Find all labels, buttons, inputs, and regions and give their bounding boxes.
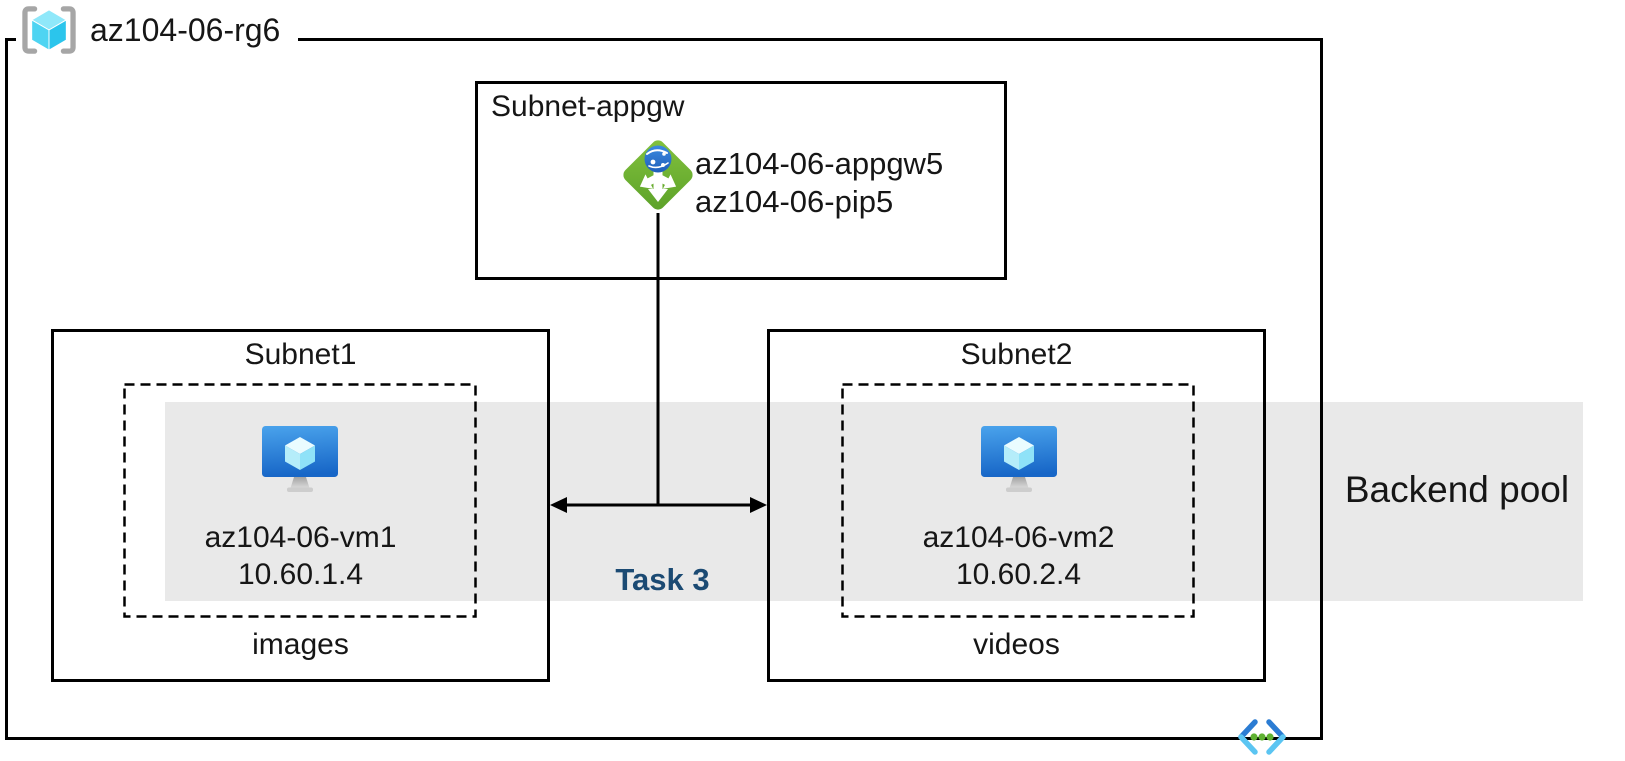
virtual-machine-icon — [262, 426, 338, 492]
appgw-name: az104-06-appgw5 — [695, 146, 944, 181]
vm1-ip: 10.60.1.4 — [237, 558, 364, 591]
subnet1-box: Subnet1 images — [51, 329, 550, 682]
backend-pool-band — [165, 402, 1583, 601]
subnet2-dashed-group — [841, 383, 1195, 618]
appgw-subnet-title: Subnet-appgw — [491, 90, 685, 123]
virtual-network-icon — [1238, 719, 1286, 755]
vm2-ip: 10.60.2.4 — [955, 558, 1082, 591]
subnet1-caption: images — [252, 628, 349, 661]
vm1-labels: az104-06-vm1 10.60.1.4 — [125, 519, 476, 593]
resource-group-box — [5, 38, 1323, 740]
subnet1-dashed-group — [123, 383, 477, 618]
backend-pool-label: Backend pool — [1344, 469, 1570, 510]
subnet2-box: Subnet2 videos — [767, 329, 1266, 682]
subnet1-title: Subnet1 — [244, 338, 357, 371]
virtual-machine-icon — [981, 426, 1057, 492]
arrowhead-right-icon — [750, 497, 767, 513]
resource-group-name: az104-06-rg6 — [90, 11, 281, 48]
resource-group-header: az104-06-rg6 — [16, 0, 299, 60]
application-gateway-icon — [623, 140, 693, 210]
arrowhead-left-icon — [550, 497, 567, 513]
connector-arrows — [550, 213, 767, 513]
vm2-name: az104-06-vm2 — [922, 521, 1115, 554]
vm2-labels: az104-06-vm2 10.60.2.4 — [843, 519, 1194, 593]
vm1-name: az104-06-vm1 — [204, 521, 397, 554]
subnet2-caption: videos — [973, 628, 1060, 661]
subnet2-title: Subnet2 — [960, 338, 1073, 371]
appgw-subnet-box: Subnet-appgw — [475, 81, 1007, 280]
appgw-labels: az104-06-appgw5 az104-06-pip5 — [695, 145, 943, 221]
resource-group-icon — [22, 6, 76, 54]
task-label: Task 3 — [615, 562, 710, 597]
pip-name: az104-06-pip5 — [695, 184, 894, 219]
